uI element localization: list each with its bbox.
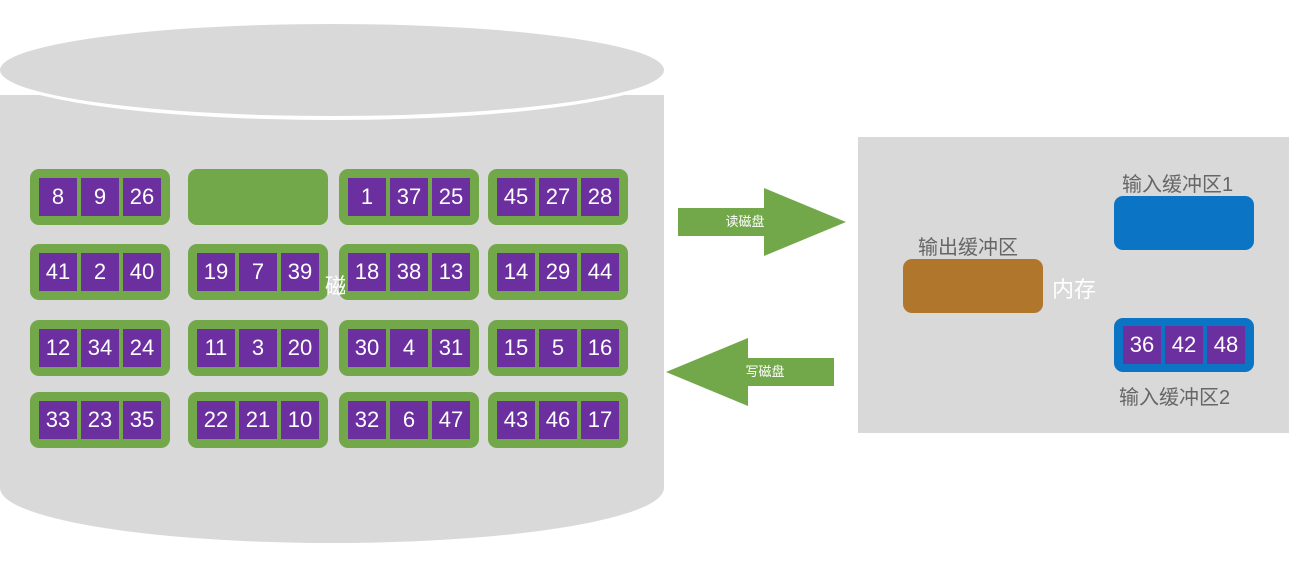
block-value: 39 (281, 253, 319, 291)
block-value: 45 (497, 178, 535, 216)
block-value: 8 (39, 178, 77, 216)
block-value: 12 (39, 329, 77, 367)
block-value: 37 (390, 178, 428, 216)
block-value: 32 (348, 401, 386, 439)
write-disk-arrow: 写磁盘 (666, 338, 834, 406)
output-buffer-label: 输出缓冲区 (918, 237, 1018, 259)
block-value: 13 (432, 253, 470, 291)
memory-label: 内存 (1052, 277, 1097, 302)
block-value: 28 (581, 178, 619, 216)
input-buffer-1-label: 输入缓冲区1 (1122, 174, 1234, 196)
output-buffer (903, 259, 1043, 313)
block-value: 17 (581, 401, 619, 439)
disk-block-empty (188, 169, 328, 225)
block-value: 16 (581, 329, 619, 367)
block-value: 11 (197, 329, 235, 367)
input-buffer-2-label: 输入缓冲区2 (1119, 387, 1231, 409)
block-value: 29 (539, 253, 577, 291)
block-value: 22 (197, 401, 235, 439)
block-value: 24 (123, 329, 161, 367)
block-value: 20 (281, 329, 319, 367)
block-value: 5 (539, 329, 577, 367)
block-value: 43 (497, 401, 535, 439)
block-value: 46 (539, 401, 577, 439)
buffer-value: 48 (1207, 326, 1245, 364)
buffer-value: 36 (1123, 326, 1161, 364)
block-value: 18 (348, 253, 386, 291)
block-value: 7 (239, 253, 277, 291)
block-value: 41 (39, 253, 77, 291)
block-value: 21 (239, 401, 277, 439)
input-buffer-2: 36 42 48 (1114, 318, 1254, 372)
block-value: 14 (497, 253, 535, 291)
block-value: 44 (581, 253, 619, 291)
block-value: 31 (432, 329, 470, 367)
block-value: 2 (81, 253, 119, 291)
read-disk-label: 读磁盘 (725, 214, 765, 229)
read-disk-arrow: 读磁盘 (678, 188, 846, 256)
block-value: 10 (281, 401, 319, 439)
block-value: 9 (81, 178, 119, 216)
block-value: 27 (539, 178, 577, 216)
block-value: 40 (123, 253, 161, 291)
disk-label: 磁盘 (325, 274, 345, 299)
block-value: 1 (348, 178, 386, 216)
block-value: 38 (390, 253, 428, 291)
block-value: 35 (123, 401, 161, 439)
block-value: 30 (348, 329, 386, 367)
write-disk-label: 写磁盘 (745, 364, 785, 379)
block-value: 34 (81, 329, 119, 367)
memory-panel: 输出缓冲区 内存 输入缓冲区1 36 42 48 输入缓冲区2 (858, 137, 1289, 433)
block-value: 6 (390, 401, 428, 439)
block-value: 33 (39, 401, 77, 439)
input-buffer-1 (1114, 196, 1254, 250)
block-value: 23 (81, 401, 119, 439)
block-value: 4 (390, 329, 428, 367)
block-value: 3 (239, 329, 277, 367)
block-value: 15 (497, 329, 535, 367)
block-value: 19 (197, 253, 235, 291)
block-value: 25 (432, 178, 470, 216)
block-value: 26 (123, 178, 161, 216)
buffer-value: 42 (1165, 326, 1203, 364)
block-value: 47 (432, 401, 470, 439)
